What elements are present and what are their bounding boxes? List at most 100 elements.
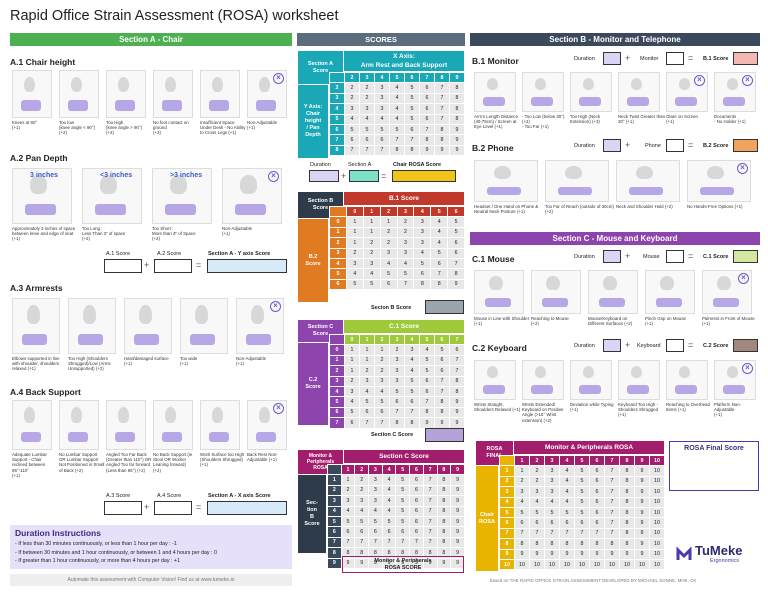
final-side: Chair ROSA: [476, 466, 498, 571]
score-cell: 7: [434, 103, 450, 115]
score-cell: 3: [345, 257, 364, 270]
a2-score-box[interactable]: [154, 259, 192, 273]
score-cell: 10: [529, 558, 545, 571]
score-cell: 8: [436, 526, 452, 538]
section-a-y-box[interactable]: [207, 259, 287, 273]
score-cell: 4: [362, 268, 381, 280]
item-caption: Keyboard Too High - Shoulders Shrugged (…: [618, 402, 659, 418]
b1-score-box[interactable]: [733, 52, 758, 65]
t1-sectiona-box[interactable]: [349, 170, 379, 182]
b2-score-box[interactable]: [733, 139, 758, 152]
score-cell: 3: [374, 82, 390, 94]
posture-illustration: [522, 72, 564, 112]
score-cell: 1: [340, 474, 356, 486]
c2-score-box[interactable]: [733, 339, 758, 352]
section-b-score-box[interactable]: [425, 300, 464, 314]
a1-score-box[interactable]: [104, 259, 142, 273]
item-caption: Adequate Lumbar Support - Chair reclined…: [12, 452, 47, 478]
section-b-header: Section B - Monitor and Telephone: [470, 33, 760, 46]
rosa-final-score-box[interactable]: ROSA Final Score: [669, 441, 759, 491]
score-cell: 7: [404, 406, 420, 419]
score-cell: 6: [344, 417, 360, 429]
score-cell: 5: [395, 484, 411, 497]
c1-score-label: C.1 Score: [703, 254, 729, 260]
posture-illustration: [616, 160, 680, 202]
score-cell: 6: [589, 486, 605, 498]
score-cell: 5: [362, 278, 381, 291]
c1-score-box[interactable]: [733, 250, 758, 263]
duration-lines: - If less than 30 minutes continuously, …: [15, 540, 217, 566]
depth-tag: 3 inches: [30, 172, 59, 179]
plus-icon: +: [341, 171, 347, 181]
section-c-score-box[interactable]: [425, 428, 464, 442]
item-caption: Reaching to Mouse (+2): [531, 316, 569, 327]
monitor-rosa-score-box[interactable]: Monitor & Peripherals ROSA SCORE: [342, 556, 464, 573]
posture-illustration: [618, 360, 660, 400]
score-cell: 5: [574, 475, 590, 488]
a3-score-box[interactable]: [104, 501, 142, 515]
c2-keyboard-box[interactable]: [666, 339, 684, 352]
score-cell: 6: [359, 406, 375, 419]
score-cell: 6: [374, 134, 390, 146]
score-cell: 3: [544, 465, 560, 477]
item-caption: Neck and Shoulder Hold (+2): [616, 204, 673, 209]
score-cell: 3: [359, 375, 375, 387]
score-cell: 5: [344, 123, 360, 136]
score-cell: 7: [359, 144, 375, 157]
page-title: Rapid Office Strain Assessment (ROSA) wo…: [10, 8, 339, 24]
item-caption: Too High (Shoulders Shrugged)/Low (Arms …: [68, 356, 111, 372]
score-cell: 8: [529, 538, 545, 550]
b2-phone-box[interactable]: [666, 139, 684, 152]
brand-sub: Ergonomics: [710, 558, 740, 564]
score-cell: 3: [544, 486, 560, 498]
row-header: 8: [327, 547, 342, 559]
footer-right: based on THE RAPID OFFICE STRAIN ASSESSM…: [490, 578, 697, 583]
score-cell: 8: [604, 538, 620, 550]
item-caption: Too Far of Reach (outside of 30cm) (+2): [545, 204, 614, 215]
score-cell: 6: [514, 517, 530, 529]
c1-duration-box[interactable]: [603, 250, 621, 263]
posture-illustration: [474, 360, 516, 400]
c1-mouse-label: Mouse: [643, 254, 660, 260]
column-header: 9: [450, 463, 465, 476]
score-cell: 7: [434, 82, 450, 94]
score-cell: 2: [362, 237, 381, 249]
item-caption: - Too Low (below 30°) (+2) - Too Far (+1…: [522, 114, 565, 130]
item-caption: No Hands-Free Options (+1): [687, 204, 743, 209]
chair-rosa-box[interactable]: [392, 170, 456, 182]
score-cell: 5: [559, 506, 575, 519]
score-cell: 9: [449, 123, 465, 136]
score-cell: 9: [634, 538, 650, 550]
item-caption: Too low (knee angle < 90°) (+2): [59, 120, 96, 136]
score-cell: 8: [619, 475, 635, 488]
score-cell: 6: [340, 526, 356, 538]
score-cell: 9: [604, 548, 620, 560]
t2-top: B.1 Score: [344, 192, 464, 205]
section-a-x-box[interactable]: [207, 501, 287, 515]
score-cell: 4: [359, 113, 375, 125]
score-cell: 4: [559, 486, 575, 498]
score-cell: 3: [413, 226, 432, 239]
score-cell: 4: [389, 103, 405, 115]
c1-mouse-box[interactable]: [666, 250, 684, 263]
b2-duration-box[interactable]: [603, 139, 621, 152]
t1-duration-box[interactable]: [309, 170, 339, 182]
score-cell: 4: [430, 216, 449, 228]
equals-icon: =: [381, 171, 387, 181]
b1-duration-box[interactable]: [603, 52, 621, 65]
posture-illustration: [200, 70, 240, 118]
column-header: 5: [574, 454, 590, 467]
score-cell: 6: [381, 526, 397, 538]
score-cell: 9: [619, 548, 635, 560]
score-cell: 10: [649, 486, 665, 498]
score-cell: 10: [574, 558, 590, 571]
score-cell: 5: [404, 82, 420, 94]
score-cell: 3: [368, 474, 383, 486]
column-header: 4: [381, 463, 397, 476]
row-header: 1: [329, 354, 345, 367]
b1-monitor-box[interactable]: [666, 52, 684, 65]
section-c-header: Section C - Mouse and Keyboard: [470, 232, 760, 245]
c2-duration-box[interactable]: [603, 339, 621, 352]
a4-score-box[interactable]: [154, 501, 192, 515]
score-cell: 9: [449, 396, 465, 408]
